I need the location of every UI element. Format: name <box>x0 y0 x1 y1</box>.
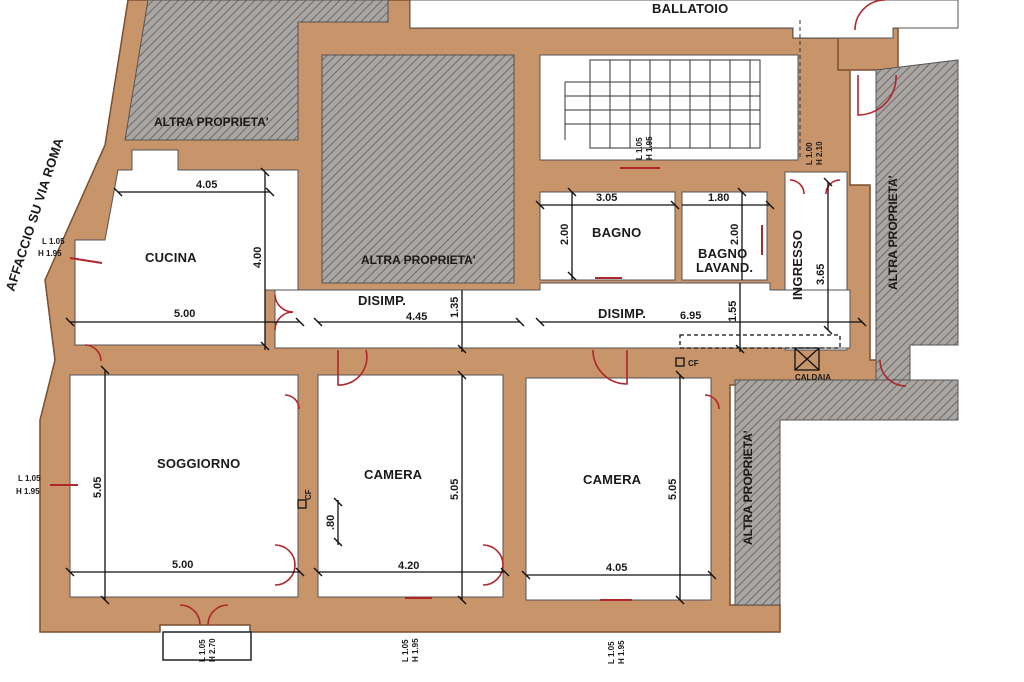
dim-camera1-w: 4.20 <box>398 560 419 572</box>
win-camera2-l: L 1.05 <box>607 641 616 664</box>
window-labels: L 1.05 H 1.95 L 1.05 H 1.95 L 1.05 H 2.7… <box>16 136 824 664</box>
dim-disimp-h: 1.35 <box>449 297 461 318</box>
win-soggiorno-bottom-h: H 2.70 <box>208 638 217 662</box>
win-camera1-l: L 1.05 <box>401 639 410 662</box>
staircase <box>564 20 801 160</box>
dim-soggiorno-w: 5.00 <box>172 559 193 571</box>
balcony-stub <box>162 631 252 661</box>
win-soggiorno-l: L 1.05 <box>18 474 41 483</box>
dim-bagno-w: 3.05 <box>596 192 617 204</box>
rooms <box>69 0 959 661</box>
bagno-lavand-label-1: BAGNO <box>698 246 747 261</box>
win-cucina-h: H 1.95 <box>38 249 62 258</box>
win-camera2-h: H 1.95 <box>617 640 626 664</box>
dim-lavand-w: 1.80 <box>708 192 729 204</box>
dimension-lines <box>65 167 867 605</box>
win-cucina-l: L 1.05 <box>42 237 65 246</box>
dim-cucina-w: 4.05 <box>196 179 217 191</box>
doors <box>50 0 907 626</box>
cf-label-2: CF <box>304 489 313 500</box>
disimp-label-2: DISIMP. <box>598 306 646 321</box>
dim-camera1-h: 5.05 <box>449 479 461 500</box>
dim-cucina-bottom: 5.00 <box>174 308 195 320</box>
stair-area <box>539 54 799 161</box>
bagno-lavand-label-2: LAVAND. <box>696 260 753 275</box>
dim-ingresso-h: 3.65 <box>815 264 827 285</box>
dim-disimp2-h: 1.55 <box>727 301 739 322</box>
other-property-center <box>321 54 515 284</box>
win-camera1-h: H 1.95 <box>411 638 420 662</box>
cucina-label: CUCINA <box>145 250 197 265</box>
lavand-room <box>681 191 768 281</box>
dim-bagno-h: 2.00 <box>559 224 571 245</box>
caldaia-box <box>297 334 841 509</box>
other-property-label-1: ALTRA PROPRIETA' <box>154 115 269 129</box>
cf-label-1: CF <box>688 359 699 368</box>
other-property-label-3: ALTRA PROPRIETA' <box>886 175 900 290</box>
bagno-label: BAGNO <box>592 225 641 240</box>
dim-lavand-h: 2.00 <box>729 224 741 245</box>
soggiorno-room <box>69 374 299 598</box>
win-ingresso-l: L 1.00 <box>805 142 814 165</box>
dimension-labels: 4.05 4.00 5.00 4.45 1.35 6.95 1.55 3.05 … <box>92 179 827 574</box>
dim-camera1-door: .80 <box>325 515 337 530</box>
soggiorno-label: SOGGIORNO <box>157 456 240 471</box>
camera-1-label: CAMERA <box>364 467 423 482</box>
top-strip <box>409 0 959 39</box>
ballatoio-label: BALLATOIO <box>652 1 728 16</box>
ingresso-label: INGRESSO <box>790 230 805 300</box>
win-soggiorno-h: H 1.95 <box>16 487 40 496</box>
other-property-top-left <box>124 0 389 141</box>
camera-1-room <box>317 374 504 598</box>
disimp-label-1: DISIMP. <box>358 293 406 308</box>
win-bagno-h: H 1.95 <box>645 136 654 160</box>
other-property-bottom-right <box>734 379 959 606</box>
camera-2-label: CAMERA <box>583 472 642 487</box>
win-ingresso-h: H 2.10 <box>815 141 824 165</box>
dim-disimp-w: 4.45 <box>406 311 427 323</box>
win-bagno-l: L 1.05 <box>635 137 644 160</box>
disimp-corridor <box>274 282 851 349</box>
dim-cucina-h: 4.00 <box>252 247 264 268</box>
other-property-label-2: ALTRA PROPRIETA' <box>361 253 476 267</box>
win-soggiorno-bottom-l: L 1.05 <box>198 639 207 662</box>
dim-camera2-h: 5.05 <box>667 479 679 500</box>
caldaia-label: CALDAIA <box>795 373 831 382</box>
other-properties <box>124 0 959 606</box>
dim-camera2-w: 4.05 <box>606 562 627 574</box>
bagno-room <box>539 191 676 281</box>
dim-soggiorno-h: 5.05 <box>92 477 104 498</box>
other-property-label-4: ALTRA PROPRIETA' <box>741 430 755 545</box>
dim-disimp2-w: 6.95 <box>680 310 701 322</box>
